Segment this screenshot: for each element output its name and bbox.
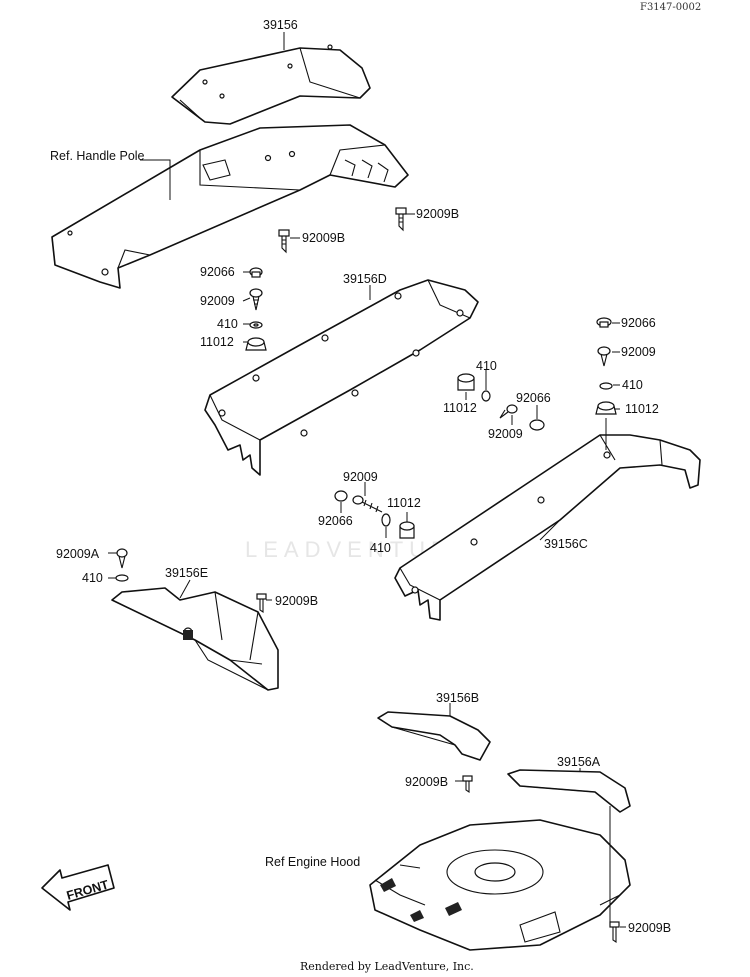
nut-11012-c [399,521,415,539]
cap-92066-r [596,317,612,328]
part-39156A-grip [507,769,631,813]
part-39156-top-cover [171,44,371,125]
label-11012-l: 11012 [200,335,234,349]
label-92009B-e: 92009B [275,594,318,608]
screw-92009A [116,548,128,569]
washer-410-l [249,321,263,329]
label-11012-c: 11012 [387,496,421,510]
screw-92009B-f [462,775,473,794]
label-92009-r: 92009 [621,345,656,359]
label-39156E: 39156E [165,566,208,580]
label-92066-l: 92066 [200,265,235,279]
label-39156A: 39156A [557,755,601,769]
screw-92009-l [249,288,263,311]
label-39156D: 39156D [343,272,387,286]
label-92009A: 92009A [56,547,100,561]
label-92009-l: 92009 [200,294,235,308]
part-39156E-bracket [111,587,279,691]
part-handle-pole-cover [51,124,409,289]
washer-410-r [599,382,613,390]
label-410-r: 410 [622,378,643,392]
part-engine-hood [369,819,631,951]
label-410-l: 410 [217,317,238,331]
washer-410-c [381,513,391,527]
part-39156B-grip [377,711,491,761]
label-92009B-b: 92009B [416,207,459,221]
label-92009B-a: 92009B [302,231,345,245]
label-92009B-f: 92009B [405,775,448,789]
part-39156C-cover [394,434,701,621]
screw-92009B-g [609,921,620,944]
label-92009B-g: 92009B [628,921,671,935]
cap-92066-c [334,490,348,502]
label-39156: 39156 [263,18,298,32]
label-92066-m: 92066 [516,391,551,405]
screw-92009B-a [278,229,290,254]
label-410-e: 410 [82,571,103,585]
screw-92009-c [352,495,383,513]
leader-lines [108,32,626,928]
label-92066-r: 92066 [621,316,656,330]
label-39156C: 39156C [544,537,588,551]
footer-credit: Rendered by LeadVenture, Inc. [300,960,474,973]
label-92066-c: 92066 [318,514,353,528]
washer-410-e [115,574,129,582]
label-ref-handle-pole: Ref. Handle Pole [50,149,145,163]
washer-410-m [481,390,491,402]
label-410-c: 410 [370,541,391,555]
label-11012-r: 11012 [625,402,659,416]
label-92009-m: 92009 [488,427,523,441]
screw-92009B-e [256,593,267,614]
front-arrow-icon [41,864,115,911]
label-410-m: 410 [476,359,497,373]
diagram-code: F3147-0002 [640,2,701,13]
label-92009-c: 92009 [343,470,378,484]
screw-92009-m [499,404,518,419]
screw-92009-r [597,346,611,367]
nut-11012-l [245,337,267,351]
label-11012-m: 11012 [443,401,477,415]
cap-92066-l [249,267,263,278]
label-39156B: 39156B [436,691,479,705]
cap-92066-m [529,419,545,431]
part-39156D-cover [204,279,479,476]
nut-11012-r [595,401,617,415]
nut-11012-m [457,373,475,391]
label-ref-engine-hood: Ref Engine Hood [265,855,360,869]
screw-92009B-b [395,207,407,232]
